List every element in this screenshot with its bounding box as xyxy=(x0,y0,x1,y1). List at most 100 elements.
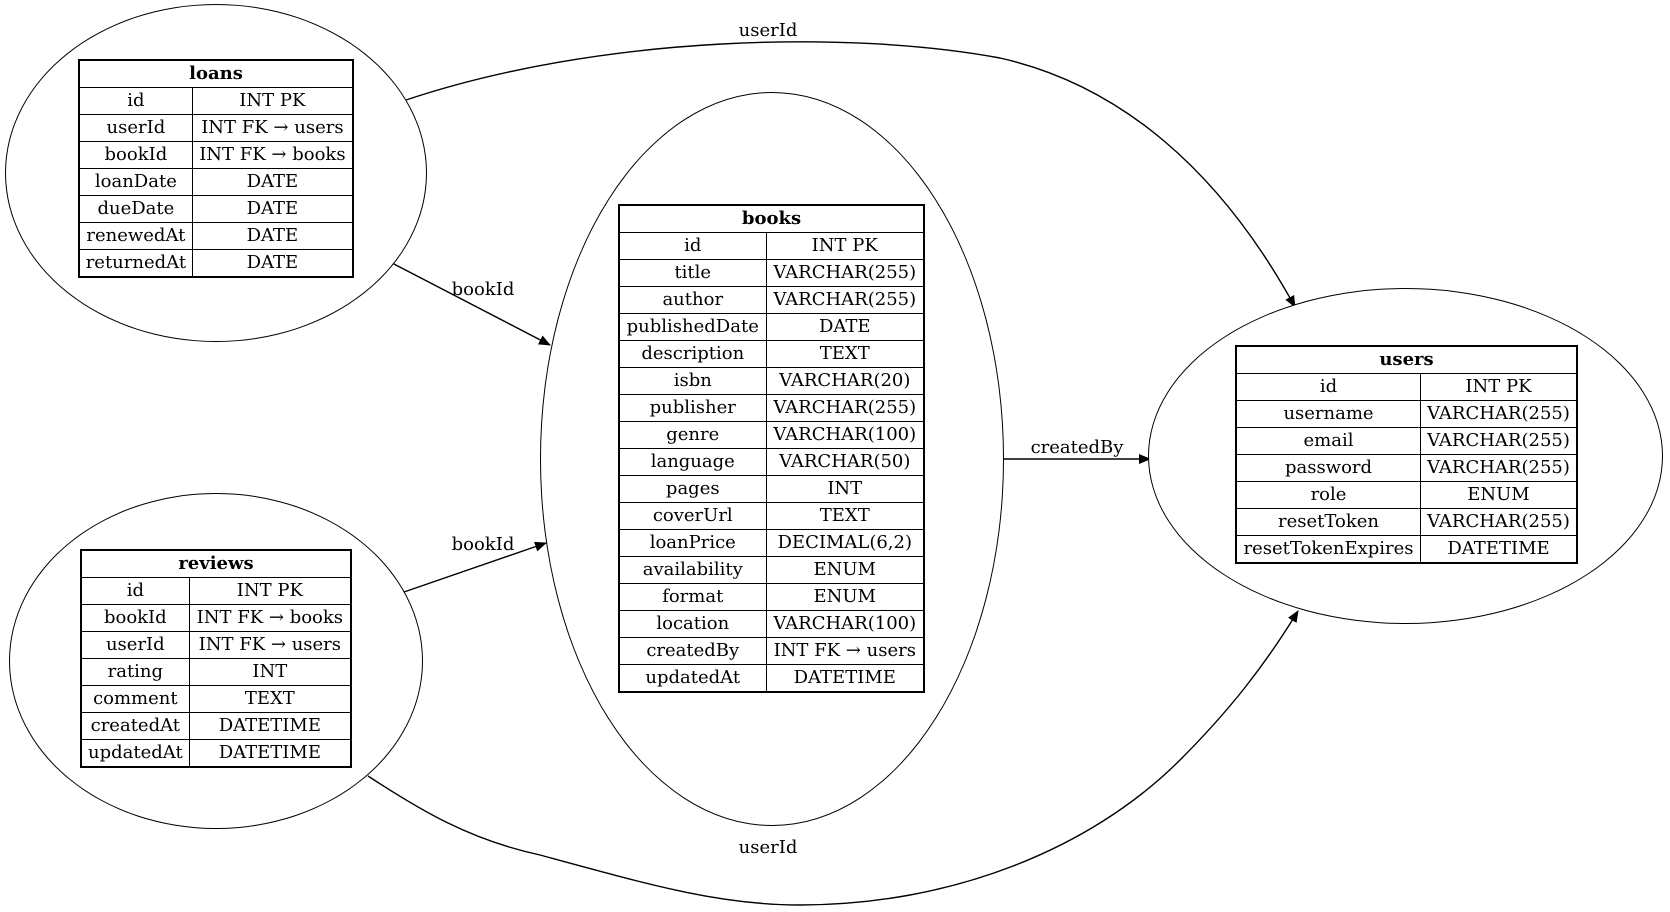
edge-loans-books xyxy=(391,262,551,346)
users-column-type: DATETIME xyxy=(1420,535,1578,564)
edge-label-reviews-books: bookId xyxy=(452,534,515,555)
reviews-column-name: comment xyxy=(80,685,190,713)
books-column-name: availability xyxy=(618,556,767,584)
loans-column-type: DATE xyxy=(191,195,354,223)
users-column-type: ENUM xyxy=(1420,481,1578,509)
books-column-type: DATE xyxy=(765,313,925,341)
loans-column-name: renewedAt xyxy=(78,222,193,250)
users-column-type: INT PK xyxy=(1420,373,1578,401)
reviews-column-name: rating xyxy=(80,658,190,686)
edge-label-books-users: createdBy xyxy=(1031,437,1125,458)
loans-column-name: bookId xyxy=(78,141,193,169)
books-column-name: location xyxy=(618,610,767,638)
books-column-type: VARCHAR(100) xyxy=(765,421,925,449)
books-column-type: DATETIME xyxy=(765,664,925,693)
users-column-name: password xyxy=(1235,454,1422,482)
users-column-name: role xyxy=(1235,481,1422,509)
users-column-name: username xyxy=(1235,400,1422,428)
books-column-type: INT PK xyxy=(765,232,925,260)
books-column-name: description xyxy=(618,340,767,368)
books-column-type: VARCHAR(255) xyxy=(765,394,925,422)
users-column-type: VARCHAR(255) xyxy=(1420,508,1578,536)
books-column-type: ENUM xyxy=(765,583,925,611)
books-column-type: VARCHAR(255) xyxy=(765,286,925,314)
reviews-column-type: DATETIME xyxy=(188,739,352,768)
reviews-column-type: INT PK xyxy=(188,577,352,605)
loans-column-type: DATE xyxy=(191,168,354,196)
books-column-type: TEXT xyxy=(765,502,925,530)
edge-label-reviews-users: userId xyxy=(739,837,798,858)
reviews-column-name: bookId xyxy=(80,604,190,632)
books-column-name: updatedAt xyxy=(618,664,767,693)
books-column-name: title xyxy=(618,259,767,287)
books-column-name: format xyxy=(618,583,767,611)
books-column-type: VARCHAR(255) xyxy=(765,259,925,287)
books-column-type: INT xyxy=(765,475,925,503)
users-column-name: id xyxy=(1235,373,1422,401)
loans-column-type: INT FK → books xyxy=(191,141,354,169)
books-column-type: TEXT xyxy=(765,340,925,368)
reviews-column-type: INT xyxy=(188,658,352,686)
reviews-column-name: createdAt xyxy=(80,712,190,740)
reviews-column-type: INT FK → users xyxy=(188,631,352,659)
users-column-name: resetToken xyxy=(1235,508,1422,536)
books-column-type: INT FK → users xyxy=(765,637,925,665)
books-column-name: publishedDate xyxy=(618,313,767,341)
loans-column-type: DATE xyxy=(191,249,354,278)
loans-table-title: loans xyxy=(78,59,354,88)
books-column-name: loanPrice xyxy=(618,529,767,557)
edge-label-loans-users: userId xyxy=(739,20,798,41)
edge-reviews-users xyxy=(367,610,1299,906)
loans-column-name: returnedAt xyxy=(78,249,193,278)
books-table-title: books xyxy=(618,204,925,233)
books-column-name: language xyxy=(618,448,767,476)
users-column-type: VARCHAR(255) xyxy=(1420,454,1578,482)
books-column-name: isbn xyxy=(618,367,767,395)
users-table-title: users xyxy=(1235,345,1578,374)
loans-column-name: loanDate xyxy=(78,168,193,196)
books-column-name: author xyxy=(618,286,767,314)
books-column-type: VARCHAR(20) xyxy=(765,367,925,395)
loans-column-name: dueDate xyxy=(78,195,193,223)
reviews-column-name: updatedAt xyxy=(80,739,190,768)
books-column-name: createdBy xyxy=(618,637,767,665)
edge-label-loans-books: bookId xyxy=(452,279,515,300)
loans-column-name: id xyxy=(78,87,193,115)
edge-loans-users xyxy=(405,41,1296,308)
